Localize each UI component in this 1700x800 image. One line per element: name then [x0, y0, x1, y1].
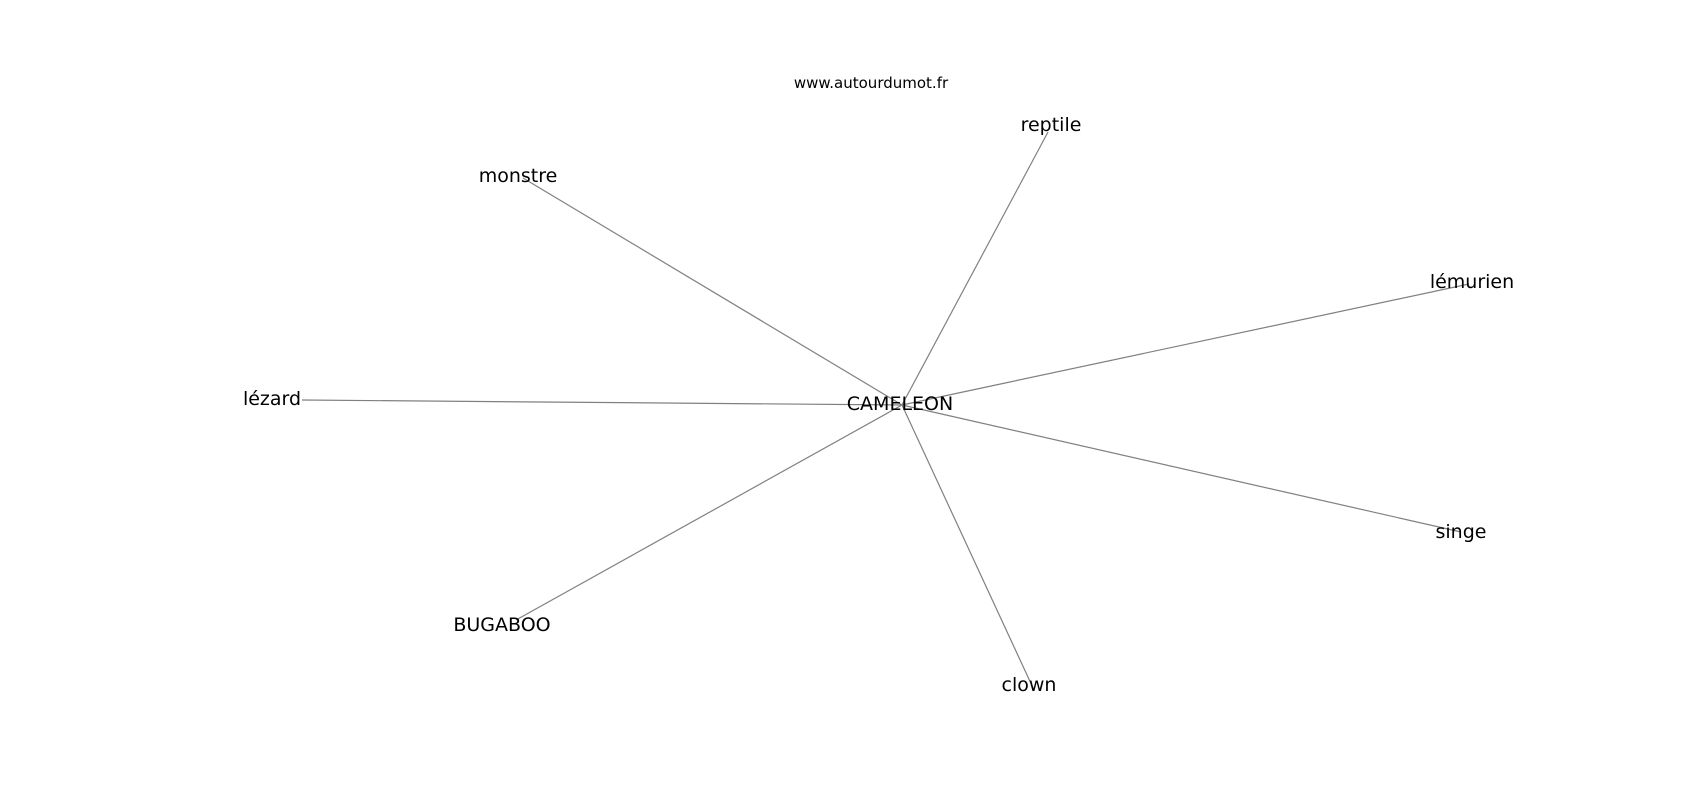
edge-singe	[901, 404, 1462, 533]
node-lemurien[interactable]: lémurien	[1430, 271, 1514, 293]
graph-labels: CAMELEON reptile monstre lémurien lézard…	[243, 114, 1514, 696]
edge-clown	[901, 404, 1035, 691]
edge-bugaboo	[515, 404, 903, 621]
node-lezard[interactable]: lézard	[243, 388, 301, 410]
edge-lemurien	[901, 283, 1470, 406]
node-monstre[interactable]: monstre	[479, 165, 558, 187]
edge-monstre	[522, 177, 903, 406]
node-center[interactable]: CAMELEON	[847, 393, 953, 415]
edge-reptile	[901, 131, 1049, 406]
graph-edges	[301, 131, 1470, 691]
site-url[interactable]: www.autourdumot.fr	[794, 74, 949, 92]
node-singe[interactable]: singe	[1436, 521, 1487, 543]
node-reptile[interactable]: reptile	[1021, 114, 1082, 136]
node-clown[interactable]: clown	[1002, 674, 1057, 696]
node-bugaboo[interactable]: BUGABOO	[453, 614, 550, 636]
edge-lezard	[301, 399, 903, 406]
